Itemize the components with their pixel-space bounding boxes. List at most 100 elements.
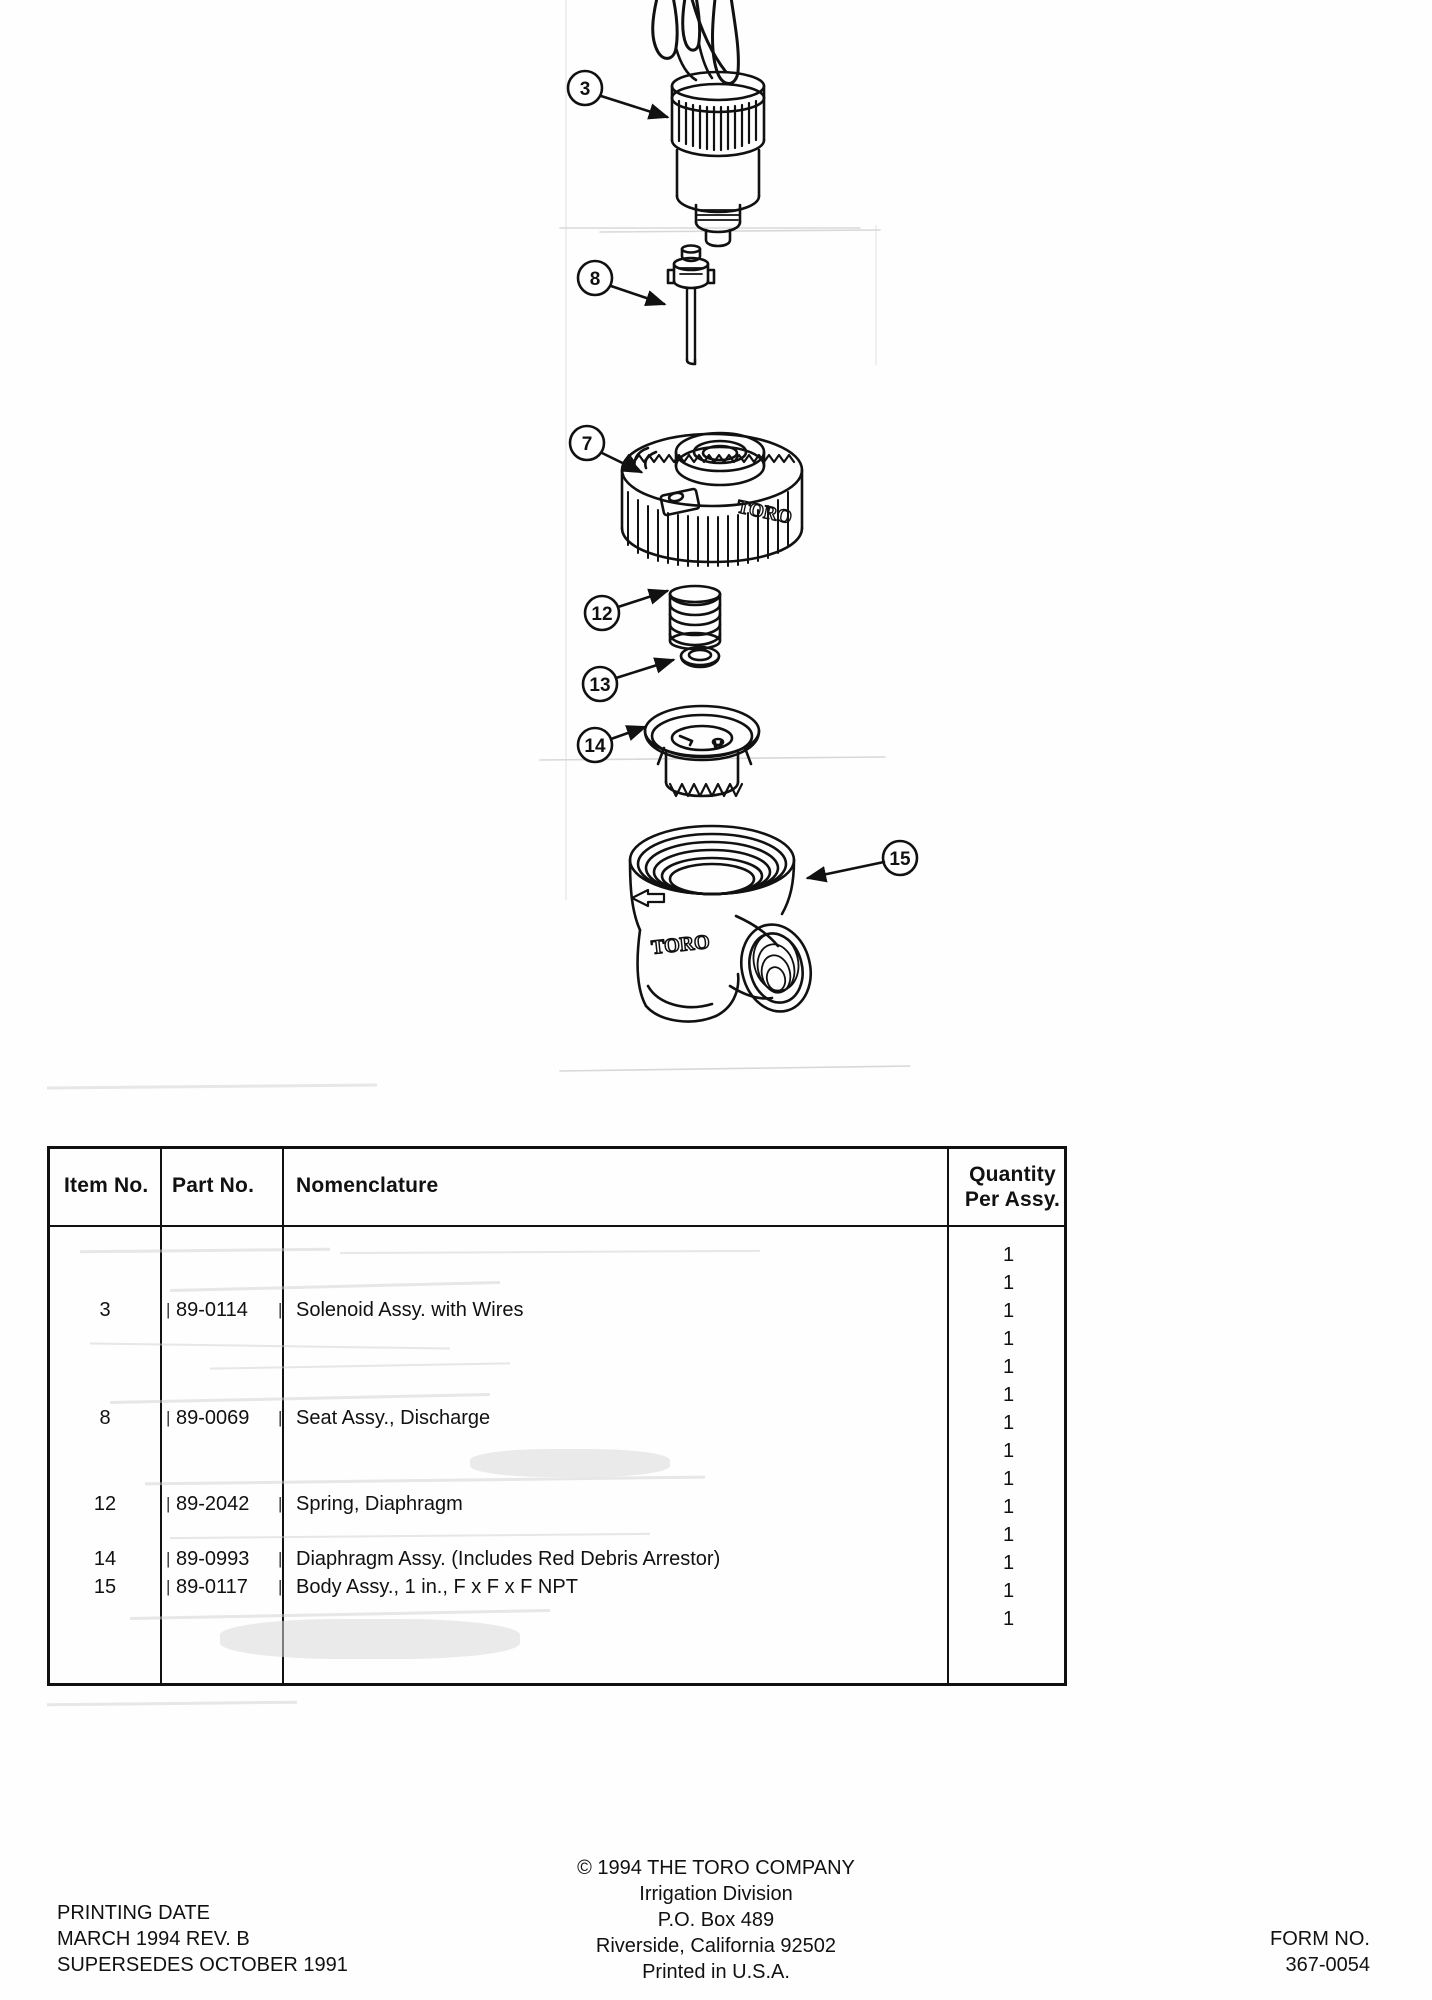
callout-label-3: 3 — [580, 79, 591, 100]
part-bonnet — [620, 431, 804, 567]
table-row: 12 | 89-2042 | Spring, Diaphragm — [50, 1489, 1064, 1519]
row-tick: | — [166, 1577, 171, 1596]
scan-artifact — [145, 1475, 705, 1486]
callout-label-12: 12 — [591, 604, 612, 625]
table-row: 14 | 89-0993 | Diaphragm Assy. (Includes… — [50, 1544, 1064, 1574]
callout-14 — [576, 725, 648, 764]
callout-label-8: 8 — [590, 269, 601, 290]
footer-form-no: FORM NO. 367-0054 — [1270, 1926, 1370, 1978]
cell-item-no: 15 — [93, 1576, 117, 1598]
table-column-divider — [160, 1149, 162, 1683]
cell-quantity: 1 — [1002, 1272, 1015, 1294]
part-diaphragm — [643, 704, 761, 798]
scan-artifact — [470, 1449, 670, 1477]
column-header-quantity: Quantity Per Assy. — [955, 1162, 1070, 1212]
footer-supersedes: SUPERSEDES OCTOBER 1991 — [57, 1954, 348, 1976]
scan-artifact — [170, 1532, 650, 1540]
part-body — [628, 824, 812, 1023]
scan-artifact — [90, 1342, 450, 1350]
callout-12 — [583, 588, 670, 632]
footer-company-block: © 1994 THE TORO COMPANY Irrigation Divis… — [0, 1855, 1432, 1985]
cell-quantity: 1 — [1002, 1384, 1015, 1406]
callout-15 — [805, 839, 919, 883]
callout-label-7: 7 — [582, 434, 593, 455]
callout-7 — [568, 424, 644, 474]
cell-quantity: 1 — [1002, 1244, 1015, 1266]
footer-printing-date-label: PRINTING DATE — [57, 1902, 210, 1924]
footer-printed-in: Printed in U.S.A. — [642, 1961, 790, 1983]
cell-part-no: 89-0069 — [176, 1407, 250, 1429]
cell-nomenclature: Spring, Diaphragm — [296, 1493, 463, 1515]
parts-table: Item No. Part No. Nomenclature Quantity … — [47, 1146, 1067, 1686]
table-column-divider — [947, 1149, 949, 1683]
cell-quantity: 1 — [1002, 1468, 1015, 1490]
toro-logo-bonnet: TORO — [735, 496, 794, 528]
footer-division: Irrigation Division — [639, 1883, 793, 1905]
scan-artifact — [220, 1619, 520, 1659]
cell-part-no: 89-0117 — [176, 1576, 248, 1598]
row-tick: | — [278, 1300, 283, 1319]
callout-label-13: 13 — [589, 675, 610, 696]
cell-quantity: 1 — [1002, 1496, 1015, 1518]
quantity-header-line1: Quantity — [969, 1163, 1056, 1186]
row-tick: | — [278, 1408, 283, 1427]
scan-artifact — [46, 1083, 378, 1090]
callout-label-14: 14 — [584, 736, 606, 757]
table-header-divider — [50, 1225, 1064, 1227]
exploded-parts-diagram: TORO — [539, 0, 960, 1072]
callout-8 — [576, 259, 667, 307]
column-header-item-no: Item No. — [64, 1174, 149, 1197]
footer-po-box: P.O. Box 489 — [657, 1909, 775, 1931]
cell-quantity: 1 — [1002, 1328, 1015, 1350]
part-oring — [679, 645, 721, 669]
quantity-header-line2: Per Assy. — [964, 1188, 1061, 1211]
scan-artifact — [339, 1249, 761, 1255]
row-tick: | — [166, 1494, 171, 1513]
row-tick: | — [166, 1408, 171, 1427]
scan-artifact — [79, 1247, 331, 1254]
cell-nomenclature: Diaphragm Assy. (Includes Red Debris Arr… — [296, 1548, 721, 1570]
row-tick: | — [278, 1494, 283, 1513]
scan-artifact — [46, 1700, 298, 1707]
cell-part-no: 89-0114 — [176, 1299, 248, 1321]
cell-quantity: 1 — [1002, 1356, 1015, 1378]
cell-part-no: 89-0993 — [176, 1548, 250, 1570]
table-row: 8 | 89-0069 | Seat Assy., Discharge — [50, 1403, 1064, 1433]
scan-seam — [565, 0, 567, 900]
table-row: 3 | 89-0114 | Solenoid Assy. with Wires — [50, 1295, 1064, 1325]
cell-nomenclature: Seat Assy., Discharge — [296, 1407, 491, 1429]
footer-city-state: Riverside, California 92502 — [595, 1935, 837, 1957]
row-tick: | — [278, 1577, 283, 1596]
part-seat-assy — [666, 244, 716, 366]
cell-quantity: 1 — [1002, 1552, 1015, 1574]
footer-copyright: © 1994 THE TORO COMPANY — [577, 1857, 855, 1879]
cell-item-no: 14 — [93, 1548, 117, 1570]
table-column-divider — [282, 1149, 284, 1683]
part-solenoid — [651, 0, 766, 248]
row-tick: | — [278, 1549, 283, 1568]
callout-3 — [566, 69, 670, 120]
footer-form-no-label: FORM NO. — [1270, 1928, 1370, 1950]
callout-label-15: 15 — [889, 849, 911, 870]
scan-artifact — [210, 1362, 510, 1370]
cell-quantity: 1 — [1002, 1440, 1015, 1462]
callout-13 — [581, 657, 676, 703]
cell-nomenclature: Body Assy., 1 in., F x F x F NPT — [296, 1576, 578, 1598]
cell-quantity: 1 — [1002, 1412, 1015, 1434]
scan-artifact — [170, 1280, 500, 1293]
row-tick: | — [166, 1300, 171, 1319]
cell-part-no: 89-2042 — [176, 1493, 250, 1515]
cell-item-no: 12 — [93, 1493, 117, 1515]
cell-item-no: 3 — [99, 1299, 111, 1321]
part-spring — [668, 584, 722, 651]
diagram-svg: TORO — [539, 0, 919, 1072]
footer-printing-date-value: MARCH 1994 REV. B — [57, 1928, 250, 1950]
cell-nomenclature: Solenoid Assy. with Wires — [296, 1299, 524, 1321]
scan-seam — [875, 225, 877, 365]
table-row: 15 | 89-0117 | Body Assy., 1 in., F x F … — [50, 1572, 1064, 1602]
cell-item-no: 8 — [99, 1407, 111, 1429]
column-header-part-no: Part No. — [172, 1174, 255, 1197]
column-header-nomenclature: Nomenclature — [296, 1174, 439, 1197]
cell-quantity: 1 — [1002, 1524, 1015, 1546]
